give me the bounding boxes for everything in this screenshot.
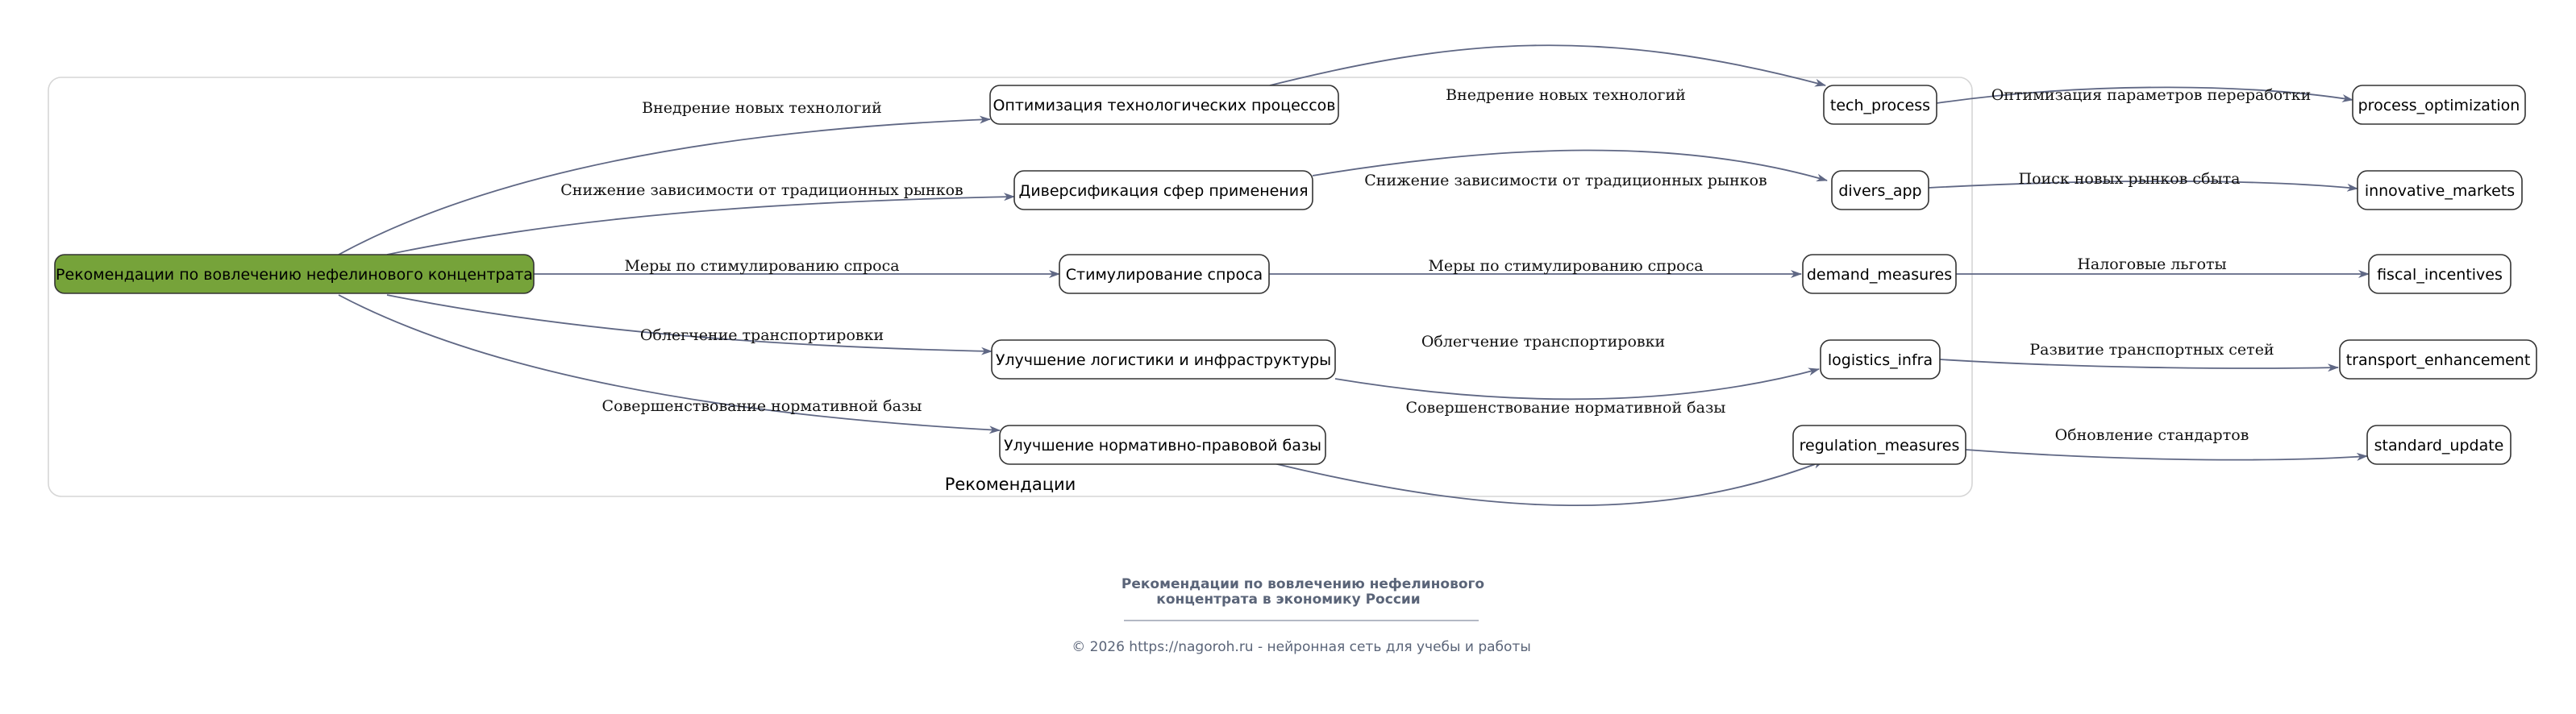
node-regul[interactable]: Улучшение нормативно-правовой базы <box>999 425 1326 465</box>
node-label: Улучшение логистики и инфраструктуры <box>996 351 1331 369</box>
node-demand-measures[interactable]: demand_measures <box>1802 254 1957 294</box>
edge-logistics_infra-transport_enhancement <box>1939 359 2339 372</box>
node-divers-app[interactable]: divers_app <box>1831 170 1929 210</box>
footer-title-line2: концентрата в экономику России <box>1156 592 1420 608</box>
edge-root-opt_tech <box>338 115 991 255</box>
node-label: innovative_markets <box>2365 182 2515 200</box>
edge-regul-regulation_measures <box>1273 460 1825 507</box>
edge-label: Развитие транспортных сетей <box>2029 341 2274 359</box>
node-logistics-infra[interactable]: logistics_infra <box>1820 339 1941 380</box>
node-label: transport_enhancement <box>2346 351 2531 369</box>
edges <box>338 44 2370 507</box>
node-label: standard_update <box>2374 437 2504 455</box>
edge-root-logist <box>386 294 993 355</box>
node-label: regulation_measures <box>1800 437 1960 455</box>
edge-root-regul <box>338 294 1001 434</box>
edge-divers_app-innovative_markets <box>1928 180 2358 192</box>
edge-logist-logistics_infra <box>1334 367 1820 401</box>
node-stim[interactable]: Стимулирование спроса <box>1059 254 1270 294</box>
node-fiscal-incentives[interactable]: fiscal_incentives <box>2368 254 2511 294</box>
node-tech-process[interactable]: tech_process <box>1823 85 1937 125</box>
node-label: fiscal_incentives <box>2377 266 2503 284</box>
edge-label: Снижение зависимости от традиционных рын… <box>560 181 963 199</box>
node-label: Улучшение нормативно-правовой базы <box>1004 437 1321 455</box>
edge-label: Обновление стандартов <box>2055 426 2249 444</box>
edge-label: Снижение зависимости от традиционных рын… <box>1364 172 1767 189</box>
node-innovative-markets[interactable]: innovative_markets <box>2357 170 2523 210</box>
node-process-optimization[interactable]: process_optimization <box>2352 85 2526 125</box>
edge-label: Внедрение новых технологий <box>1446 86 1686 104</box>
cluster-label: Рекомендации <box>945 475 1076 494</box>
node-label: divers_app <box>1838 182 1921 200</box>
node-label: tech_process <box>1830 97 1930 114</box>
node-label: process_optimization <box>2358 97 2520 114</box>
cluster-recommendations <box>48 77 1973 497</box>
edge-label: Меры по стимулированию спроса <box>1428 257 1703 275</box>
node-regulation-measures[interactable]: regulation_measures <box>1792 425 1966 465</box>
footer: Рекомендации по вовлечению нефелинового … <box>1072 576 1531 655</box>
nodes: Рекомендации по вовлечению нефелинового … <box>54 85 2537 465</box>
edge-label: Облегчение транспортировки <box>1421 333 1665 351</box>
edge-opt_tech-tech_process <box>1269 44 1826 87</box>
node-label: Оптимизация технологических процессов <box>993 97 1335 114</box>
edge-label: Поиск новых рынков сбыта <box>2019 170 2241 188</box>
node-logist[interactable]: Улучшение логистики и инфраструктуры <box>991 339 1336 380</box>
node-label: Диверсификация сфер применения <box>1018 182 1308 200</box>
edge-label: Оптимизация параметров переработки <box>1991 86 2312 104</box>
node-standard-update[interactable]: standard_update <box>2366 425 2511 465</box>
edge-label: Меры по стимулированию спроса <box>624 257 899 275</box>
node-label: demand_measures <box>1807 266 1952 284</box>
edge-tech_process-process_optimization <box>1936 86 2353 104</box>
footer-title-line1: Рекомендации по вовлечению нефелинового <box>1122 576 1484 592</box>
edge-regulation_measures-standard_update <box>1965 449 2368 461</box>
node-opt-tech[interactable]: Оптимизация технологических процессов <box>989 85 1339 125</box>
edge-label: Налоговые льготы <box>2077 255 2226 273</box>
edge-label: Совершенствование нормативной базы <box>602 397 922 415</box>
edge-root-divers <box>386 193 1015 255</box>
edge-label: Совершенствование нормативной базы <box>1406 399 1726 417</box>
footer-copyright: © 2026 https://nagoroh.ru - нейронная се… <box>1072 639 1531 655</box>
edge-label: Внедрение новых технологий <box>642 99 882 117</box>
edge-labels: Внедрение новых технологий Снижение зави… <box>560 86 2311 444</box>
node-root[interactable]: Рекомендации по вовлечению нефелинового … <box>54 254 535 294</box>
node-label: logistics_infra <box>1828 351 1933 369</box>
node-transport-enhancement[interactable]: transport_enhancement <box>2339 339 2537 380</box>
node-label: Рекомендации по вовлечению нефелинового … <box>56 266 533 284</box>
edge-divers-divers_app <box>1312 149 1828 182</box>
node-divers[interactable]: Диверсификация сфер применения <box>1013 170 1313 210</box>
edge-label: Облегчение транспортировки <box>640 326 884 344</box>
node-label: Стимулирование спроса <box>1066 266 1263 284</box>
